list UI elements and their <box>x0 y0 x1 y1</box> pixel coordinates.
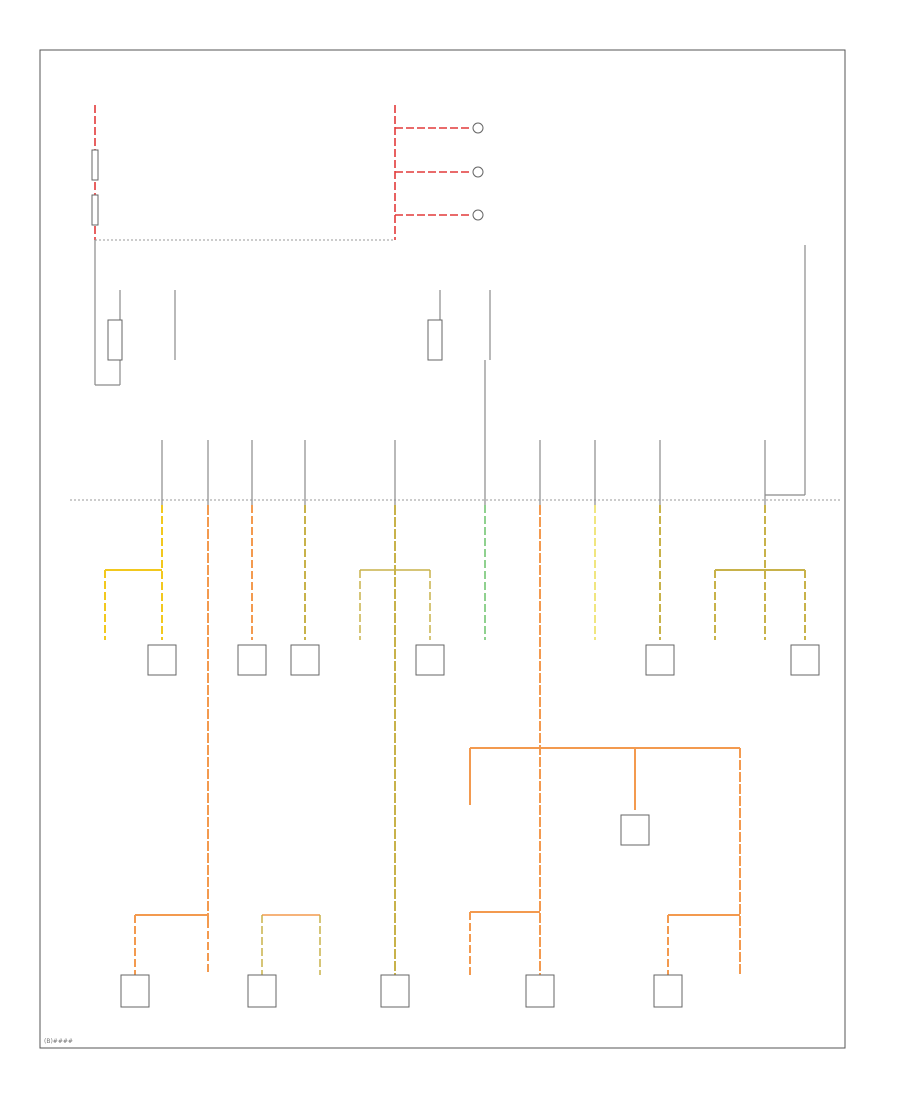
top-center-power-source <box>394 105 484 240</box>
branch-wires <box>104 505 806 975</box>
load-components-row-1 <box>147 644 820 676</box>
center-relay <box>427 290 491 505</box>
left-relay <box>94 240 176 386</box>
diagram-border <box>39 49 846 1049</box>
top-left-power-source <box>91 105 99 240</box>
load-components-row-2 <box>620 814 650 846</box>
diagram-code: (B)#### <box>44 1038 73 1045</box>
fuses <box>161 440 766 505</box>
load-components-row-3 <box>120 974 683 1008</box>
